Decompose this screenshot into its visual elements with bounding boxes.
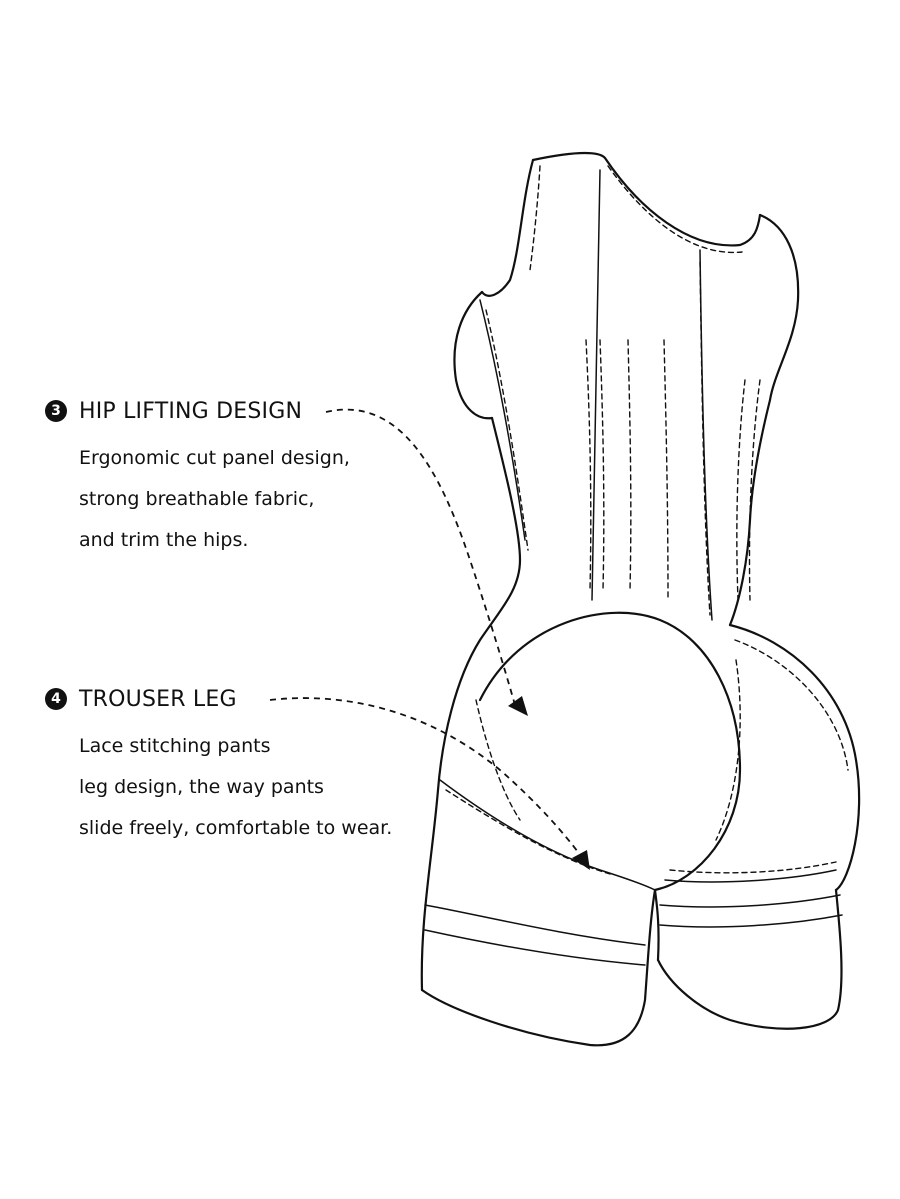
garment-outline [420, 151, 861, 1047]
hip-arrow-line [325, 408, 516, 706]
description-line: slide freely, comfortable to wear. [79, 817, 393, 839]
feature-heading: 3 HIP LIFTING DESIGN [45, 396, 465, 426]
feature-trouser-leg: 4 TROUSER LEG Lace stitching pants leg d… [45, 684, 465, 849]
feature-heading: 4 TROUSER LEG [45, 684, 465, 714]
description-line: and trim the hips. [79, 529, 249, 551]
leg-arrow-line [269, 697, 579, 853]
description-line: leg design, the way pants [79, 776, 324, 798]
description-line: Lace stitching pants [79, 735, 271, 757]
number-badge: 3 [45, 400, 67, 422]
feature-title: HIP LIFTING DESIGN [79, 398, 303, 424]
description-line: Ergonomic cut panel design, [79, 447, 350, 469]
description-line: strong breathable fabric, [79, 488, 315, 510]
feature-description: Ergonomic cut panel design, strong breat… [79, 438, 465, 561]
feature-title: TROUSER LEG [79, 686, 237, 712]
stitching [445, 165, 849, 875]
feature-hip-lifting: 3 HIP LIFTING DESIGN Ergonomic cut panel… [45, 396, 465, 561]
leg-arrow-head [572, 850, 590, 870]
number-badge: 4 [45, 688, 67, 710]
hip-arrow-head [508, 696, 528, 716]
callout-arrows [269, 408, 590, 870]
feature-description: Lace stitching pants leg design, the way… [79, 726, 465, 849]
